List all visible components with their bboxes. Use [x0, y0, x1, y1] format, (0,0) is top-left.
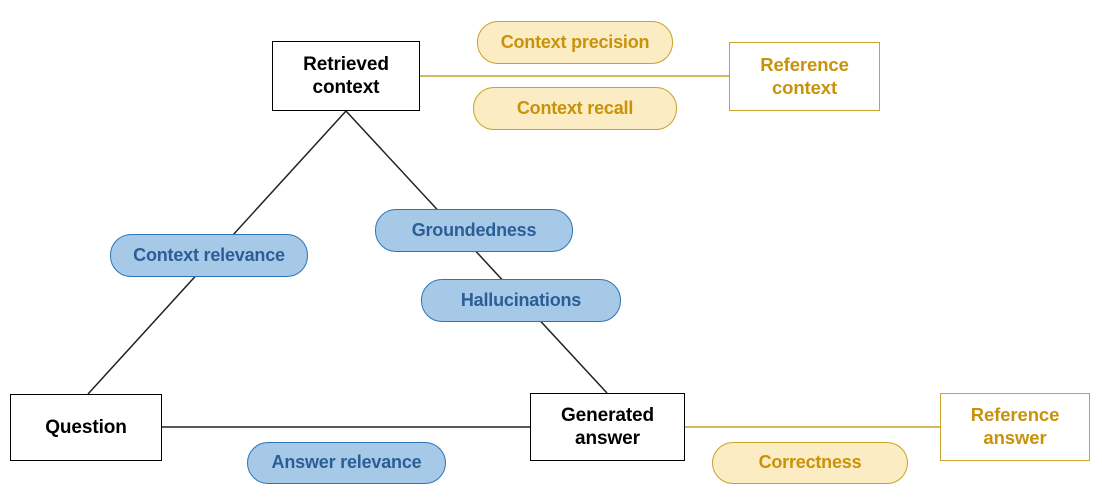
reference-node-reference-context: Reference context — [729, 42, 880, 111]
metric-pill-context-precision: Context precision — [477, 21, 673, 64]
metric-pill-context-recall-label: Context recall — [516, 97, 634, 118]
reference-node-reference-context-label: Reference context — [760, 53, 849, 98]
metric-pill-correctness: Correctness — [712, 442, 908, 484]
entity-node-question-label: Question — [45, 416, 127, 438]
metric-pill-answer-relevance-label: Answer relevance — [271, 452, 422, 473]
metric-pill-hallucinations-label: Hallucinations — [460, 289, 582, 310]
metric-pill-groundedness-label: Groundedness — [411, 219, 537, 240]
metric-pill-context-relevance: Context relevance — [110, 234, 308, 277]
metric-pill-hallucinations: Hallucinations — [421, 279, 621, 322]
entity-node-question: Question — [10, 394, 162, 461]
entity-node-generated-answer-label: Generated answer — [560, 404, 655, 449]
metric-pill-context-precision-label: Context precision — [500, 31, 650, 52]
entity-node-retrieved-context-label: Retrieved context — [303, 53, 389, 98]
reference-node-reference-answer: Reference answer — [940, 393, 1090, 461]
metric-pill-correctness-label: Correctness — [758, 452, 862, 473]
edge-retrieved-context-to-generated-answer — [345, 110, 608, 394]
metric-pill-context-relevance-label: Context relevance — [133, 244, 285, 265]
entity-node-retrieved-context: Retrieved context — [272, 41, 420, 111]
reference-node-reference-answer-label: Reference answer — [970, 404, 1060, 448]
metric-pill-answer-relevance: Answer relevance — [247, 442, 446, 484]
entity-node-generated-answer: Generated answer — [530, 393, 685, 461]
metric-pill-groundedness: Groundedness — [375, 209, 573, 252]
metric-pill-context-recall: Context recall — [473, 87, 677, 130]
